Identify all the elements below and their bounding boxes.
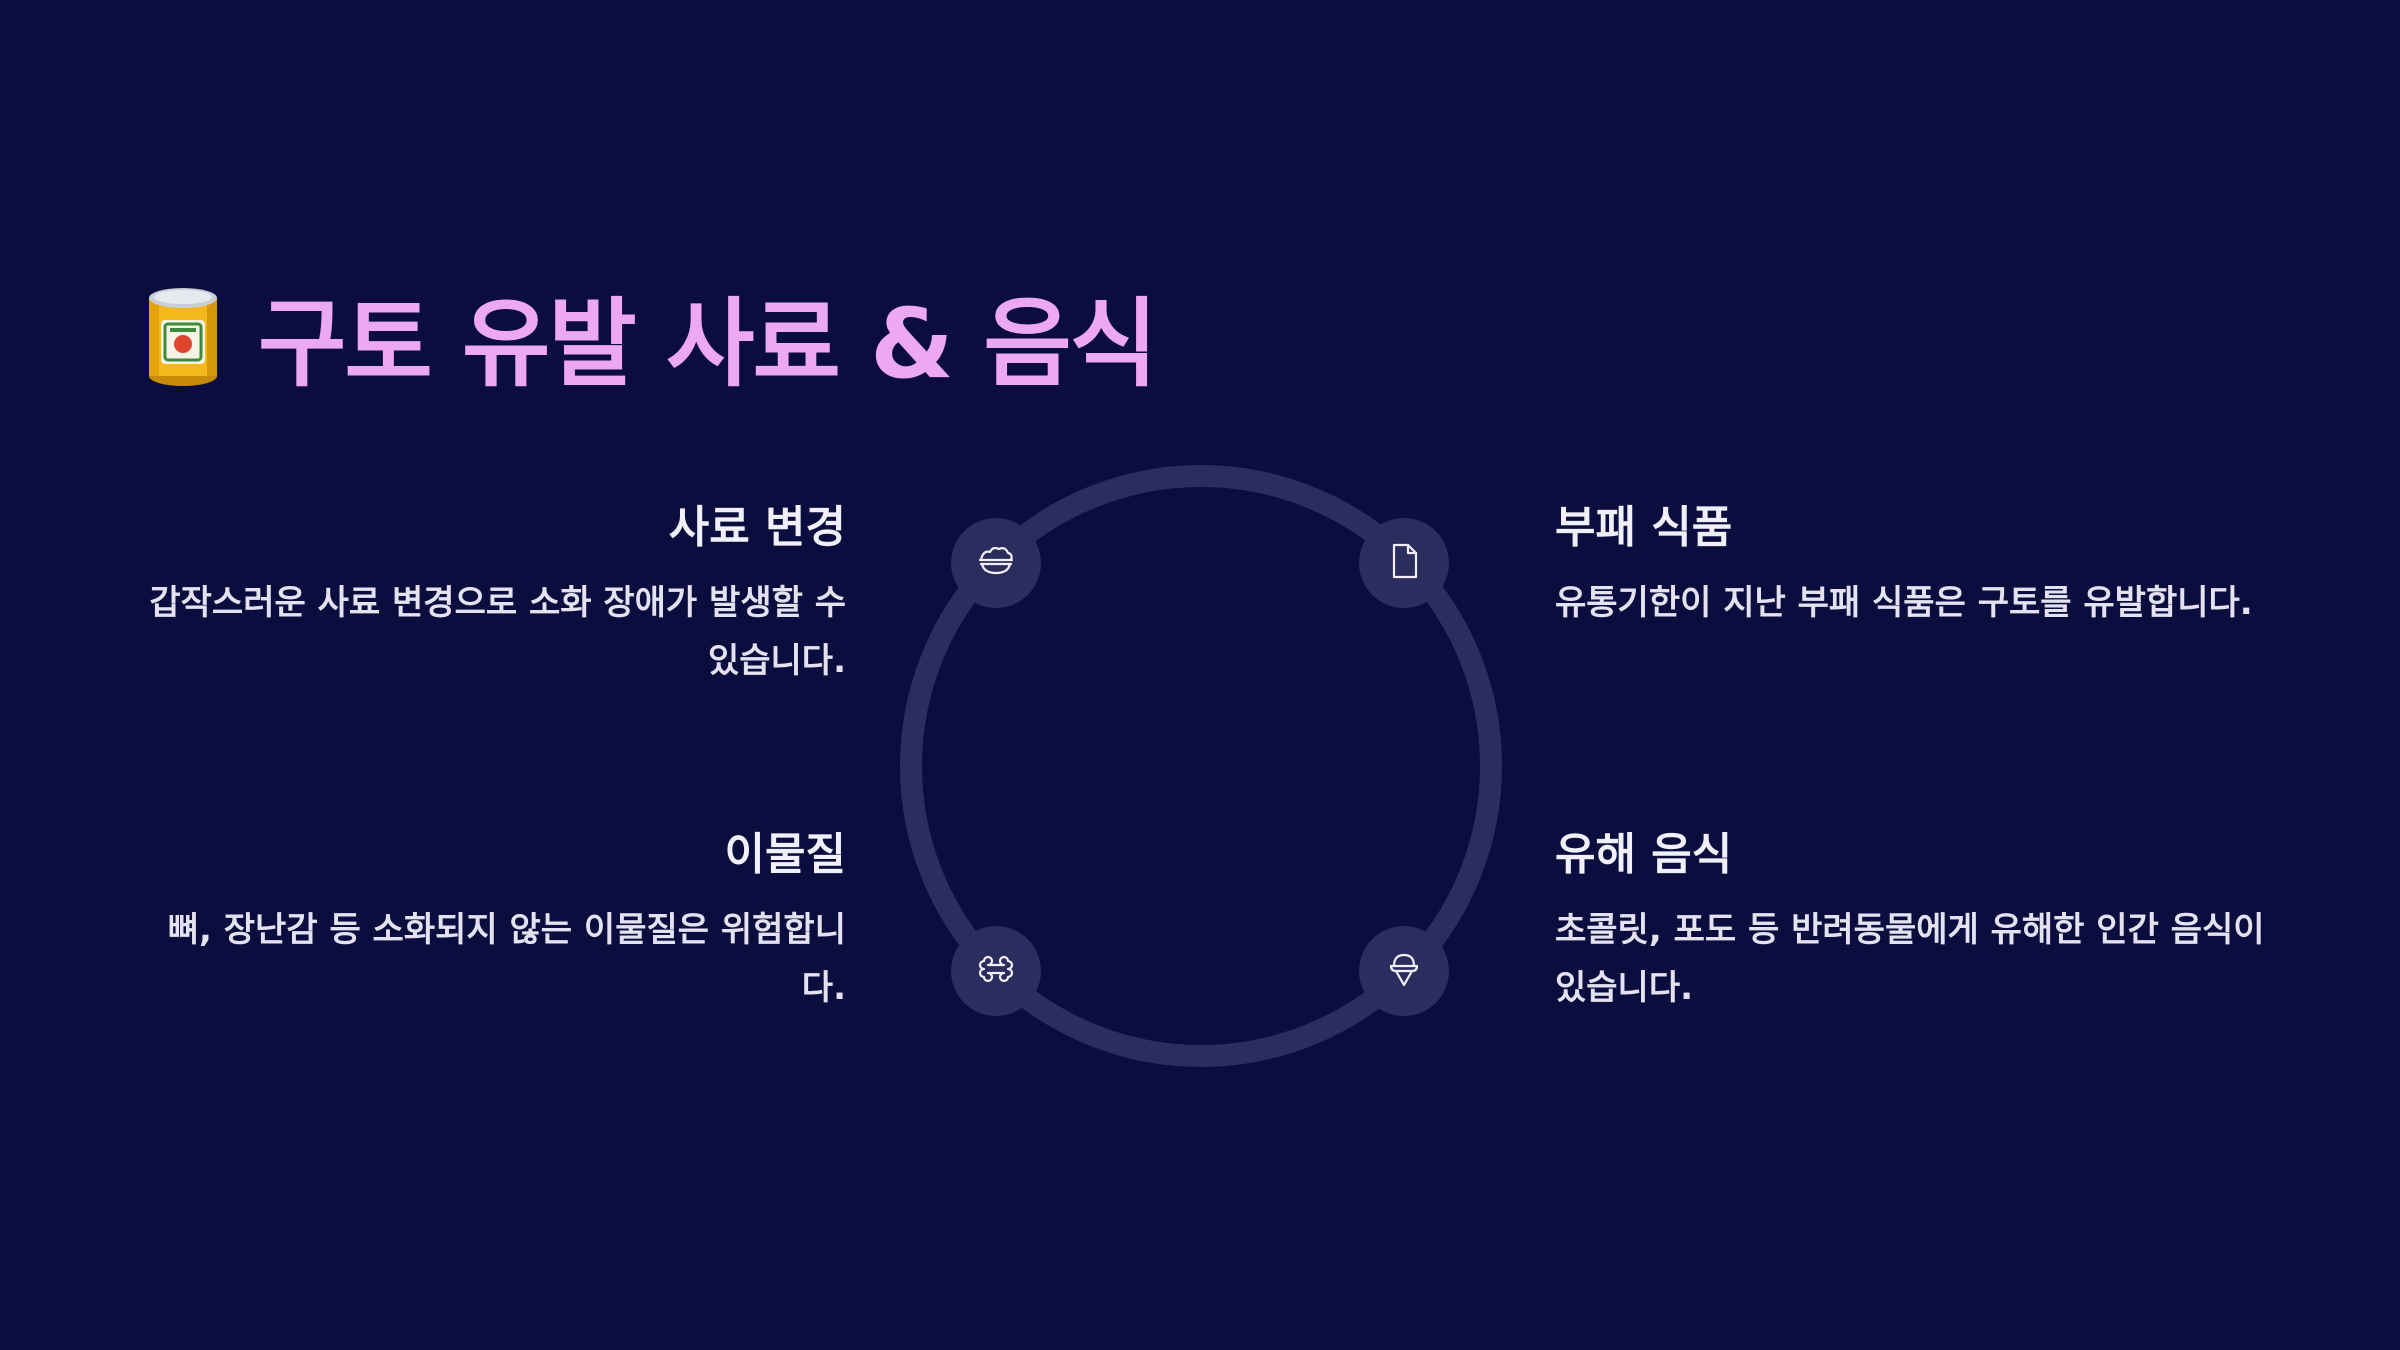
card-title: 유해 음식 xyxy=(1555,829,1733,880)
bowl-node xyxy=(951,518,1041,608)
page-title: 구토 유발 사료 & 음식 xyxy=(258,287,1158,400)
card-harmful-food: 유해 음식 초콜릿, 포도 등 반려동물에게 유해한 인간 음식이 있습니다. xyxy=(1555,827,2275,1017)
card-title: 부패 식품 xyxy=(1555,502,1733,553)
document-icon xyxy=(1383,540,1425,586)
card-description: 갑작스러운 사료 변경으로 소화 장애가 발생할 수 있습니다. xyxy=(149,583,846,681)
card-foreign-object: 이물질 뼈, 장난감 등 소화되지 않는 이물질은 위험합니다. xyxy=(126,827,846,1017)
canned-food-icon xyxy=(140,280,226,390)
bowl-icon xyxy=(975,540,1017,586)
bone-icon xyxy=(975,948,1017,994)
card-description: 뼈, 장난감 등 소화되지 않는 이물질은 위험합니다. xyxy=(167,910,846,1008)
card-title: 사료 변경 xyxy=(668,502,846,553)
card-feed-change: 사료 변경 갑작스러운 사료 변경으로 소화 장애가 발생할 수 있습니다. xyxy=(126,500,846,690)
card-title: 이물질 xyxy=(724,829,846,880)
bone-node xyxy=(951,926,1041,1016)
title-row: 구토 유발 사료 & 음식 xyxy=(140,270,1158,400)
document-node xyxy=(1359,518,1449,608)
ice-cream-node xyxy=(1359,926,1449,1016)
card-description: 유통기한이 지난 부패 식품은 구토를 유발합니다. xyxy=(1555,583,2253,623)
card-spoiled-food: 부패 식품 유통기한이 지난 부패 식품은 구토를 유발합니다. xyxy=(1555,500,2275,632)
card-description: 초콜릿, 포도 등 반려동물에게 유해한 인간 음식이 있습니다. xyxy=(1555,910,2265,1008)
ice-cream-icon xyxy=(1383,948,1425,994)
